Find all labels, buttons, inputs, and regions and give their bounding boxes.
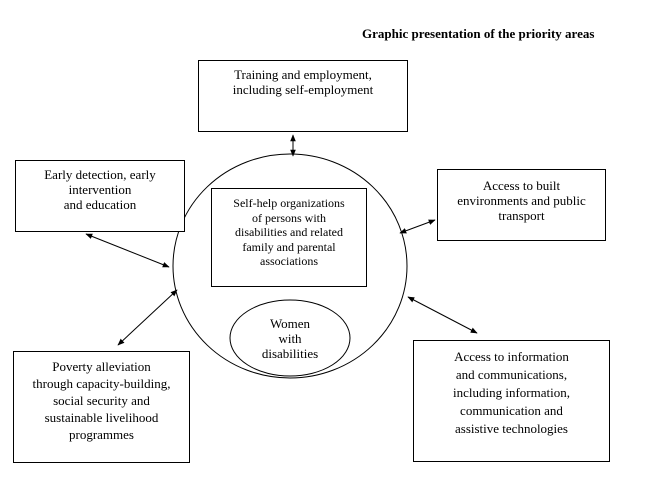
area-line: including information, <box>453 385 570 400</box>
area-line: Training and employment, <box>234 67 372 82</box>
arrow-right <box>399 219 436 234</box>
area-poverty-alleviation: Poverty alleviation through capacity-bui… <box>13 351 190 463</box>
area-built-environments: Access to built environments and public … <box>437 169 606 241</box>
women-line: Women <box>269 315 311 331</box>
area-line: Poverty alleviation <box>52 359 151 374</box>
area-line: communication and <box>460 403 563 418</box>
area-line: intervention <box>68 182 132 197</box>
women-with-disabilities: Women with disabilities <box>230 300 350 376</box>
area-training-employment: Training and employment, including self-… <box>198 60 408 132</box>
area-information-communications: Access to information and communications… <box>413 340 610 462</box>
area-line: and communications, <box>455 367 568 382</box>
women-line: disabilities <box>261 345 319 361</box>
area-line: environments and public <box>457 193 586 208</box>
area-line: and education <box>63 197 137 212</box>
women-line: with <box>278 330 302 346</box>
arrow-left <box>85 233 170 268</box>
outer-circle <box>172 153 408 379</box>
area-line: through capacity-building, <box>32 376 171 391</box>
area-line: transport <box>498 208 545 223</box>
area-line: Early detection, early <box>44 167 156 182</box>
area-line: social security and <box>53 393 150 408</box>
area-line: sustainable livelihood <box>44 410 159 425</box>
area-line: programmes <box>69 427 134 442</box>
arrow-bottom-left <box>117 289 178 346</box>
center-line: of persons with <box>252 210 326 225</box>
area-line: including self-employment <box>232 82 374 97</box>
center-line: associations <box>260 254 318 268</box>
area-line: assistive technologies <box>454 421 568 436</box>
center-line: family and parental <box>242 239 336 254</box>
area-line: Access to information <box>454 349 569 364</box>
diagram-title: Graphic presentation of the priority are… <box>362 26 595 41</box>
area-early-detection: Early detection, early intervention and … <box>15 160 185 232</box>
women-ellipse <box>229 299 351 377</box>
area-line: Access to built <box>482 178 561 193</box>
center-line: disabilities and related <box>235 225 343 239</box>
arrow-bottom-right <box>407 296 478 334</box>
center-self-help-organizations: Self-help organizations of persons with … <box>211 188 367 287</box>
center-line: Self-help organizations <box>233 196 345 210</box>
